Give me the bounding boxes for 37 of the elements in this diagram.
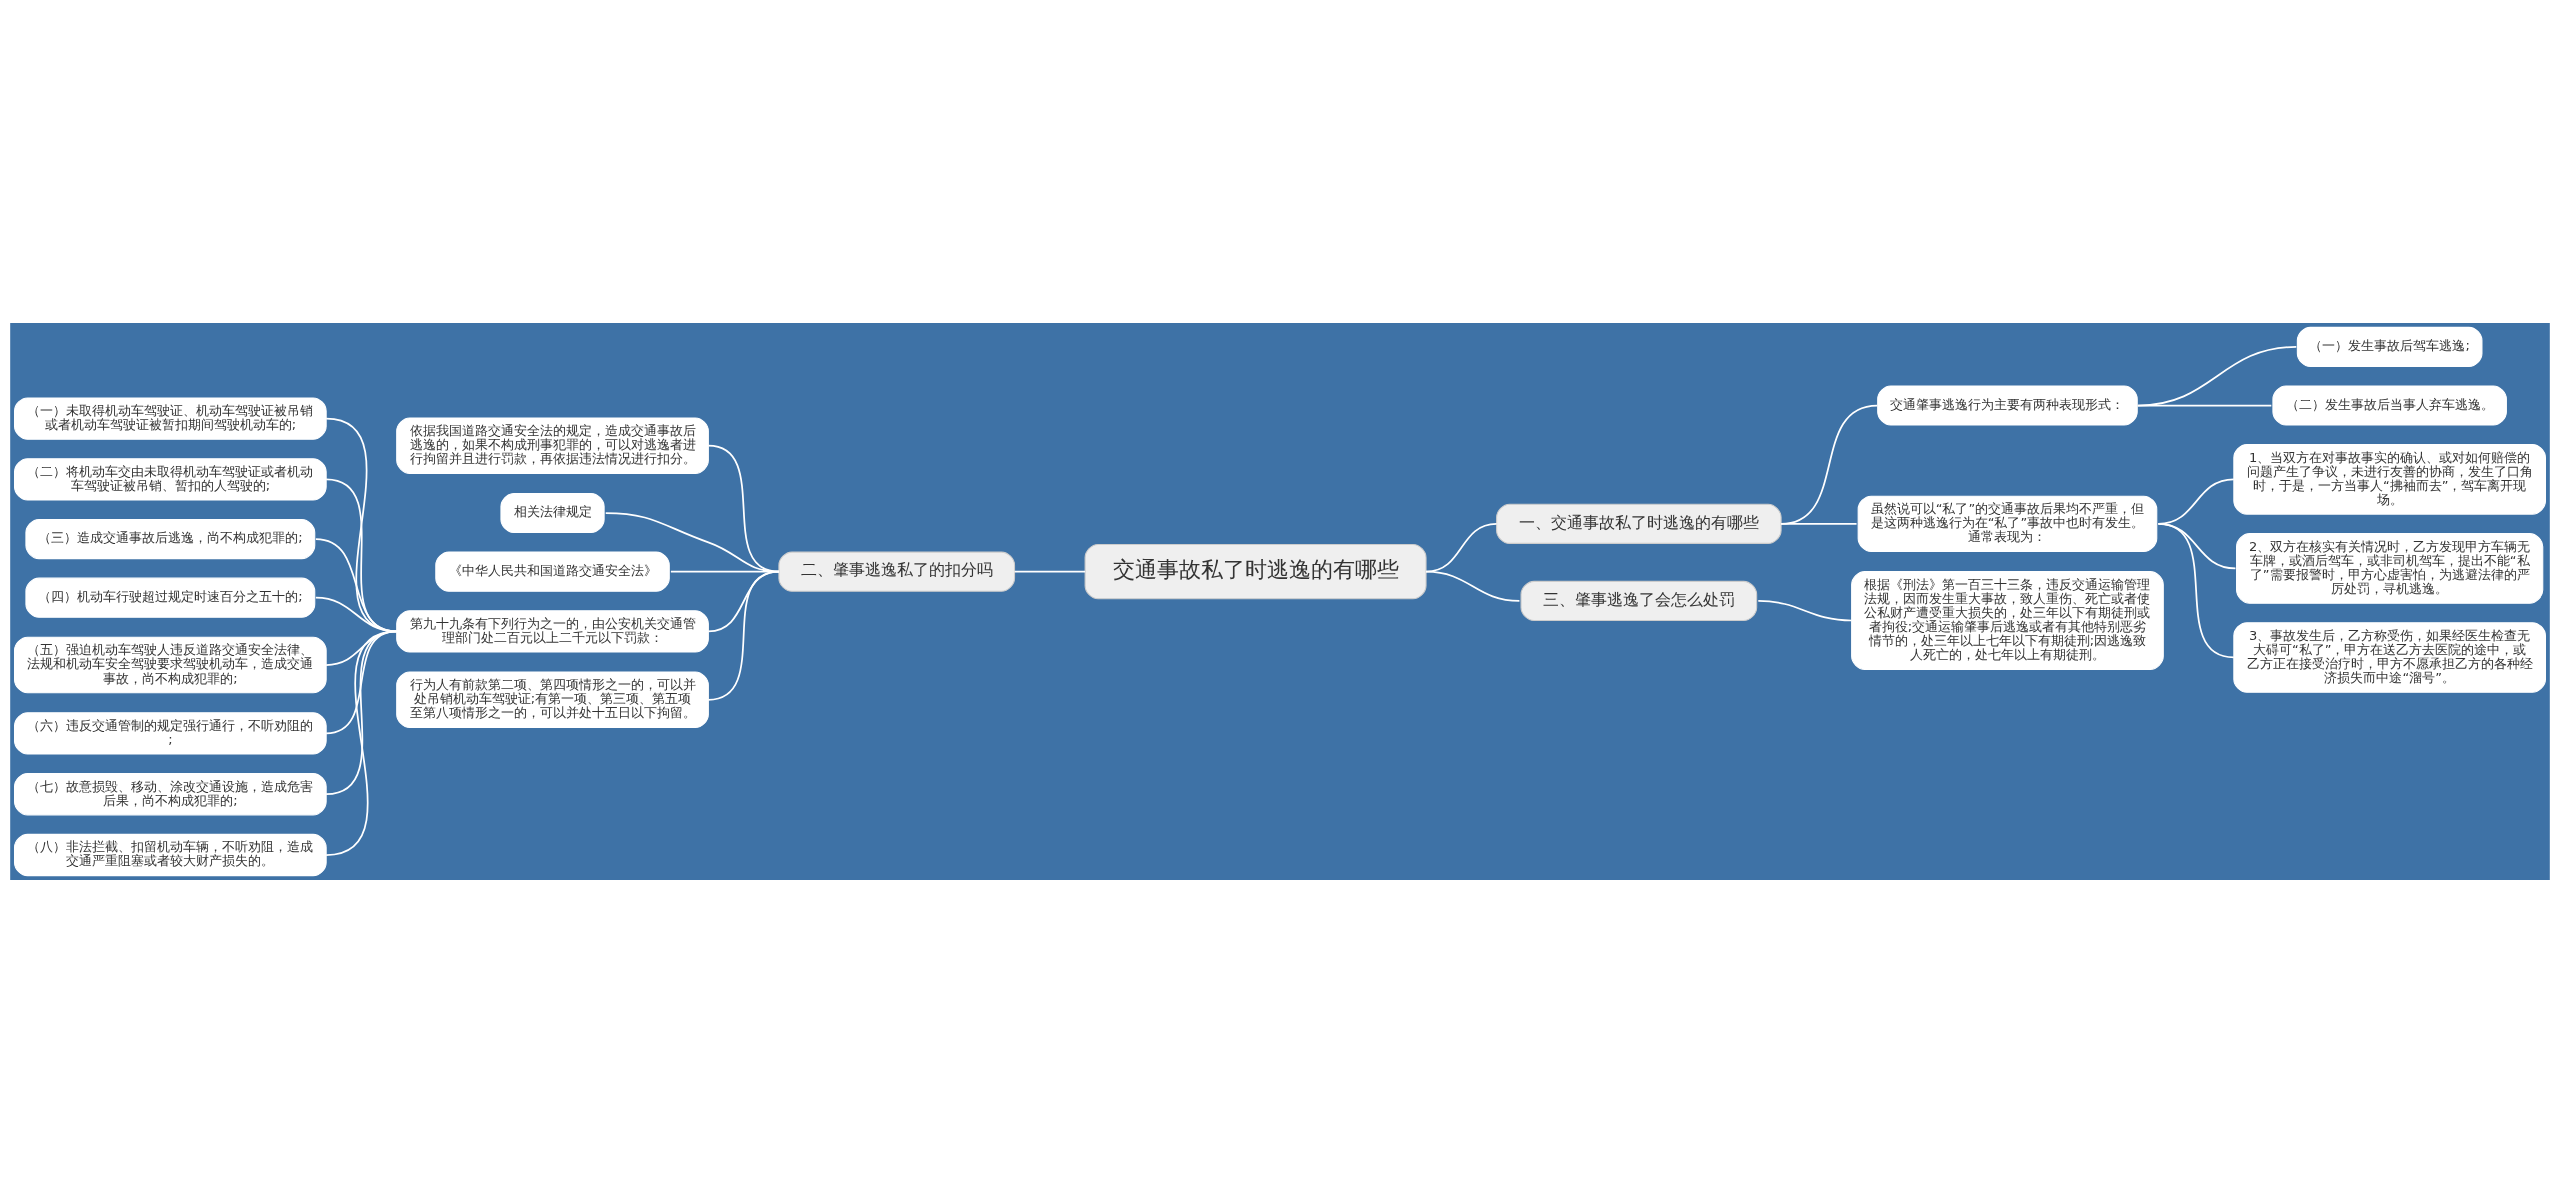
connector [1780, 404, 1879, 525]
node-box: 相关法律规定 [500, 492, 605, 533]
connector [1780, 522, 1858, 525]
connector [2157, 522, 2235, 658]
node-box: （八）非法拦截、扣留机动车辆，不听劝阻，造成交通严重阻塞或者较大财产损失的。 [14, 833, 327, 876]
node-box: （一）未取得机动车驾驶证、机动车驾驶证被吊销或者机动车驾驶证被暂扣期间驾驶机动车的; [14, 396, 327, 440]
connector [325, 630, 398, 856]
node-box: 1、当双方在对事故事实的确认、或对如何赔偿的问题产生了争议，未进行友善的协商，发生了口角时，于是，一方当事人“拂袖而去”，驾车离开现场。 [2233, 443, 2546, 515]
node-box: 三、肇事逃逸了会怎么处罚 [1520, 580, 1758, 621]
node-box: （一）发生事故后驾车逃逸; [2296, 326, 2483, 367]
node-box: 虽然说可以“私了”的交通事故后果均不严重，但是这两种逃逸行为在“私了”事故中也时有发生。通常表现为： [1857, 495, 2158, 552]
node-box: （二）将机动车交由未取得机动车驾驶证或者机动车驾驶证被吊销、暂扣的人驾驶的; [14, 457, 327, 501]
connector [2136, 345, 2298, 406]
connector [1013, 570, 1086, 572]
node-box: （五）强迫机动车驾驶人违反道路交通安全法律、法规和机动车安全驾驶要求驾驶机动车，造成交通事故，尚不构成犯罪的; [14, 636, 327, 693]
node-box: 依据我国道路交通安全法的规定，造成交通事故后逃逸的，如果不构成刑事犯罪的，可以对逃逸者进行拘留并且进行罚款，再依据违法情况进行扣分。 [396, 416, 709, 474]
node-box: （三）造成交通事故后逃逸，尚不构成犯罪的; [25, 518, 316, 559]
node-box: 2、双方在核实有关情况时，乙方发现甲方车辆无车牌，或酒后驾车，或非司机驾车，提出不能“私了”需要报警时，甲方心虚害怕，为逃避法律的严厉处罚，寻机逃逸。 [2236, 532, 2544, 604]
connector [1425, 570, 1521, 602]
node-box: 交通事故私了时逃逸的有哪些 [1084, 543, 1427, 599]
node-box: 3、事故发生后，乙方称受伤，如果经医生检查无大碍可“私了”，甲方在送乙方去医院的途中，或乙方正在接受治疗时，甲方不愿承担乙方的各种经济损失而中途“溜号”。 [2233, 621, 2546, 693]
node-box: （七）故意损毁、移动、涂改交通设施，造成危害后果，尚不构成犯罪的; [14, 772, 327, 815]
node-box: 交通肇事逃逸行为主要有两种表现形式： [1877, 384, 2138, 426]
connector [2136, 404, 2273, 406]
connector [1757, 599, 1853, 621]
connector [707, 570, 780, 701]
node-box: 二、肇事逃逸私了的扣分吗 [778, 551, 1016, 592]
node-box: 行为人有前款第二项、第四项情形之一的，可以并处吊销机动车驾驶证;有第一项、第三项、第五项至第八项情形之一的，可以并处十五日以下拘留。 [396, 671, 709, 728]
node-box: 《中华人民共和国道路交通安全法》 [435, 551, 670, 592]
node-box: （二）发生事故后当事人弃车逃逸。 [2272, 384, 2507, 426]
node-box: 根据《刑法》第一百三十三条，违反交通运输管理法规，因而发生重大事故，致人重伤、死亡或者使公私财产遭受重大损失的，处三年以下有期徒刑或者拘役;交通运输肇事后逃逸或者有其他特别恶劣情节的，处三年以上七年以下有期徒刑;因逃逸致人死亡的，处七年以上有期徒刑。 [1851, 570, 2164, 670]
connector [314, 596, 398, 632]
node-box: 第九十九条有下列行为之一的，由公安机关交通管理部门处二百元以上二千元以下罚款： [396, 609, 709, 653]
node-box: （六）违反交通管制的规定强行通行，不听劝阻的; [14, 711, 327, 755]
node-box: （四）机动车行驶超过规定时速百分之五十的; [25, 577, 316, 618]
connector [314, 537, 398, 632]
node-box: 一、交通事故私了时逃逸的有哪些 [1496, 503, 1782, 544]
